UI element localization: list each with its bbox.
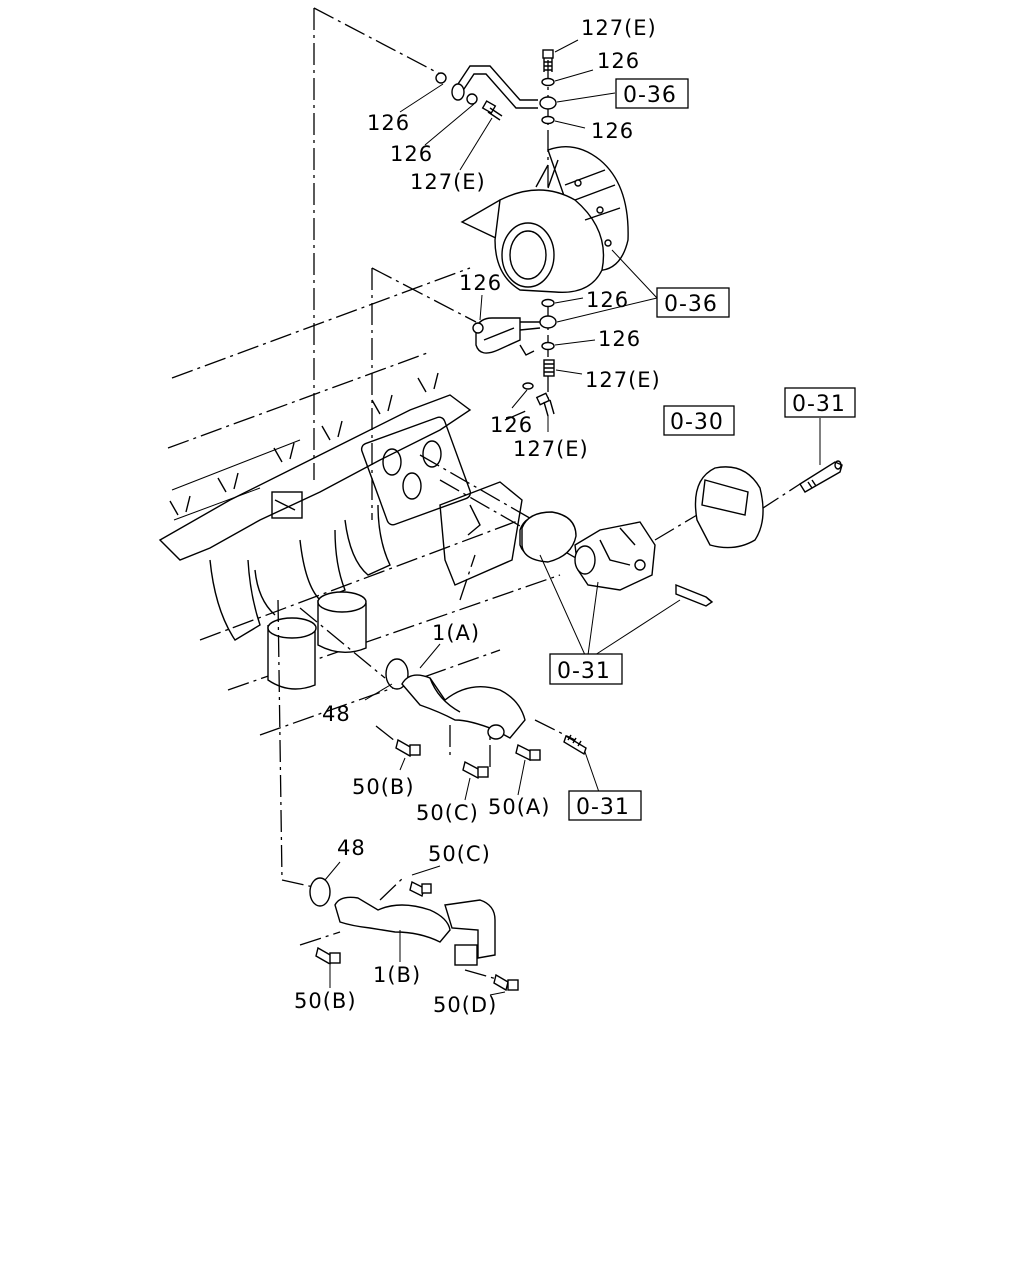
- label-leaders: [324, 39, 821, 996]
- ref-turbo-top: 0-36: [623, 83, 677, 108]
- label-washer-126-lower-right-a: 126: [586, 288, 629, 312]
- part-labels: 127(E) 126 126 126 127(E) 126 126 126 12…: [294, 16, 661, 1017]
- oil-return-pipe: [472, 298, 557, 417]
- label-washer-126-lower-right-b: 126: [598, 327, 641, 351]
- ref-pipe-stud: 0-31: [576, 795, 630, 820]
- ref-box-cooler: [663, 405, 735, 436]
- ref-box-turbo-top: [615, 78, 689, 109]
- label-bolt-127e-lower-right: 127(E): [585, 368, 661, 392]
- label-bolt-50b-upper: 50(B): [352, 775, 415, 799]
- washer-icon: [435, 72, 447, 84]
- ref-box-valve-bottom: [549, 653, 623, 685]
- turbocharger: [460, 146, 629, 294]
- label-washer-126-bottom: 126: [490, 413, 533, 437]
- label-bolt-127e-top: 127(E): [581, 16, 657, 40]
- ref-egr-top-right: 0-31: [792, 392, 846, 417]
- label-washer-126-lower-left: 126: [459, 271, 502, 295]
- egr-gasket: [521, 511, 577, 563]
- oil-feed-pipe-top: [435, 49, 557, 125]
- ref-box-egr-top-right: [784, 387, 856, 418]
- gasket-48-lower-shape: [309, 877, 331, 907]
- label-gasket-48-lower: 48: [337, 836, 366, 860]
- ref-box-turbo-mid: [656, 287, 730, 318]
- pipe-1b: [309, 877, 519, 992]
- label-pipe-1a: 1(A): [432, 621, 480, 645]
- reference-texts: 0-36 0-36 0-30 0-31 0-31 0-31: [557, 83, 846, 820]
- label-bolt-50a: 50(A): [488, 795, 550, 819]
- label-bolt-50b-lower: 50(B): [294, 989, 357, 1013]
- ref-turbo-mid: 0-36: [664, 292, 718, 317]
- label-washer-126-left-b: 126: [390, 142, 433, 166]
- ref-valve-bottom: 0-31: [557, 659, 611, 684]
- label-washer-126-left-a: 126: [367, 111, 410, 135]
- engine-block-outline: [158, 267, 561, 736]
- label-bolt-127e-bottom: 127(E): [513, 437, 589, 461]
- label-bolt-50d: 50(D): [433, 993, 497, 1017]
- oil-filters: [267, 591, 367, 690]
- label-bolt-50c-lower: 50(C): [428, 842, 491, 866]
- reference-boxes: [549, 78, 856, 821]
- label-pipe-1b: 1(B): [373, 963, 421, 987]
- manifold-studs: [169, 372, 439, 516]
- label-washer-126-top: 126: [597, 49, 640, 73]
- label-washer-126-under-banjo: 126: [591, 119, 634, 143]
- label-gasket-48-upper: 48: [322, 702, 351, 726]
- gasket-48-upper-shape: [385, 658, 409, 690]
- label-bolt-127e-left: 127(E): [410, 170, 486, 194]
- pipe-1a: [385, 658, 587, 756]
- bolts-50-upper: [395, 738, 541, 780]
- label-bolt-50c-upper: 50(C): [416, 801, 479, 825]
- ref-box-pipe-stud: [568, 790, 642, 821]
- ref-cooler: 0-30: [670, 410, 724, 435]
